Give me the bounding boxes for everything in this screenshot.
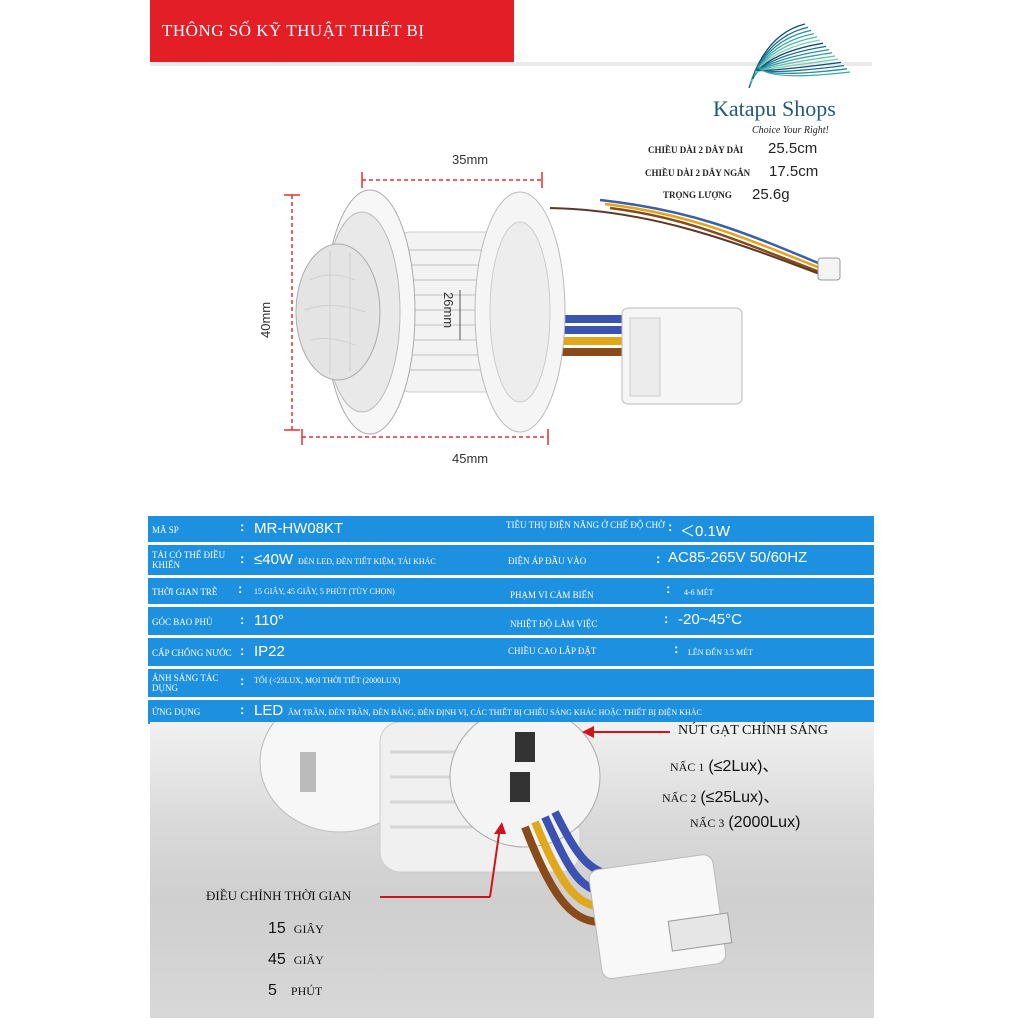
- table-row: MÃ SP : MR-HW08KT TIÊU THỤ ĐIỆN NĂNG Ở C…: [148, 516, 874, 542]
- brand-name: Katapu Shops: [713, 96, 836, 121]
- header-banner: THÔNG SỐ KỸ THUẬT THIẾT BỊ: [150, 0, 514, 62]
- product-diagram: [284, 172, 841, 445]
- table-row: CẤP CHỐNG NƯỚC : IP22 CHIỀU CAO LẮP ĐẶT …: [148, 638, 874, 666]
- product-photo-illustration: [259, 722, 733, 980]
- row-value: -20~45°C: [678, 611, 742, 628]
- row-label: NHIỆT ĐỘ LÀM VIỆC: [510, 619, 598, 629]
- row-label: ĐIỆN ÁP ĐẦU VÀO: [508, 556, 587, 566]
- spec-weight-label: TRỌNG LƯỢNG: [663, 190, 732, 200]
- table-row: ÁNH SÁNG TÁC DỤNG : TỐI (<25LUX, MỌI THỜ…: [148, 669, 874, 697]
- row-label: CẤP CHỐNG NƯỚC: [152, 648, 232, 658]
- light-level-1: NẤC 1 (≤2Lux)、: [670, 752, 778, 776]
- time-option-unit: PHÚT: [290, 984, 323, 998]
- row-label: THỜI GIAN TRỄ: [152, 587, 218, 597]
- time-option-unit: GIÂY: [293, 953, 324, 967]
- light-level-value: (≤2Lux)、: [708, 758, 779, 775]
- header-title: THÔNG SỐ KỸ THUẬT THIẾT BỊ: [162, 21, 425, 40]
- header-divider: [150, 62, 872, 66]
- row-label: TẢI CÓ THỂ ĐIỀU KHIỂN: [152, 550, 226, 570]
- time-option-number: 5: [268, 982, 277, 999]
- table-row: THỜI GIAN TRỄ : 15 GIÂY, 45 GIÂY, 5 PHÚT…: [148, 578, 874, 604]
- spec-long-wire-label: CHIỀU DÀI 2 DÂY DÀI: [648, 145, 744, 155]
- dimension-top-label: 35mm: [452, 152, 489, 167]
- spec-long-wire-value: 25.5cm: [768, 140, 818, 157]
- time-option-unit: GIÂY: [293, 922, 324, 936]
- row-value: 15 GIÂY, 45 GIÂY, 5 PHÚT (TÙY CHỌN): [254, 587, 395, 596]
- row-value: AC85-265V 50/60HZ: [668, 549, 808, 566]
- light-level-label: NẤC 3: [690, 816, 725, 830]
- row-value: MR-HW08KT: [254, 520, 344, 537]
- dimension-bottom-label: 45mm: [452, 451, 489, 466]
- time-adjust-title: ĐIỀU CHỈNH THỜI GIAN: [206, 888, 352, 903]
- time-option-1: 15 GIÂY: [268, 920, 324, 938]
- light-switch-title: NÚT GẠT CHỈNH SÁNG: [678, 723, 828, 738]
- dimension-inner-label: 26mm: [441, 292, 456, 329]
- table-row: ỨNG DỤNG : LED ÂM TRẦN, ĐÈN TRẦN, ĐÈN BẢ…: [148, 700, 874, 724]
- row-value: 4-6 MÉT: [684, 588, 714, 597]
- row-value: LÊN ĐẾN 3.5 MÉT: [688, 648, 753, 657]
- row-label: ÁNH SÁNG TÁC DỤNG: [152, 673, 219, 693]
- dimension-left-label: 40mm: [258, 301, 273, 338]
- row-label: CHIỀU CAO LẮP ĐẶT: [508, 646, 597, 656]
- light-level-2: NẤC 2 (≤25Lux)、: [662, 783, 779, 807]
- row-value: TỐI (<25LUX, MỌI THỜI TIẾT (2000LUX): [254, 676, 401, 685]
- table-row: TẢI CÓ THỂ ĐIỀU KHIỂN : ≤40W ĐÈN LED, ĐÈ…: [148, 545, 874, 575]
- brand-logo-icon: [748, 23, 851, 89]
- row-value-detail: ÂM TRẦN, ĐÈN TRẦN, ĐÈN BẢNG, ĐÈN ĐỊNH VỊ…: [288, 708, 702, 717]
- row-value: ＜0.1W: [680, 523, 731, 540]
- row-value-detail: ĐÈN LED, ĐÈN TIẾT KIỆM, TẢI KHÁC: [298, 557, 436, 566]
- row-label: MÃ SP: [152, 525, 179, 535]
- light-level-label: NẤC 2: [662, 791, 697, 805]
- row-value: 110°: [254, 612, 284, 629]
- time-option-2: 45 GIÂY: [268, 951, 324, 969]
- row-label: GÓC BAO PHỦ: [152, 617, 213, 627]
- row-label: ỨNG DỤNG: [152, 707, 201, 717]
- spec-short-wire-value: 17.5cm: [769, 163, 819, 180]
- row-label: TIÊU THỤ ĐIỆN NĂNG Ở CHẾ ĐỘ CHỜ: [506, 520, 665, 530]
- row-value: IP22: [254, 643, 285, 660]
- time-option-number: 45: [268, 951, 286, 968]
- row-value: ≤40W: [254, 551, 294, 568]
- brand-tagline: Choice Your Right!: [752, 125, 829, 136]
- row-label: PHẠM VI CẢM BIẾN: [510, 590, 594, 600]
- time-option-number: 15: [268, 920, 286, 937]
- row-value: LED: [254, 702, 284, 719]
- spec-short-wire-label: CHIỀU DÀI 2 DÂY NGẮN: [645, 168, 751, 178]
- light-level-value: (≤25Lux)、: [700, 789, 780, 806]
- table-row: GÓC BAO PHỦ : 110° NHIỆT ĐỘ LÀM VIỆC : -…: [148, 607, 874, 635]
- light-level-3: NẤC 3 (2000Lux): [690, 814, 800, 832]
- light-level-label: NẤC 1: [670, 760, 705, 774]
- spec-weight-value: 25.6g: [752, 186, 790, 203]
- light-level-value: (2000Lux): [728, 814, 801, 831]
- time-option-3: 5 PHÚT: [268, 982, 322, 1000]
